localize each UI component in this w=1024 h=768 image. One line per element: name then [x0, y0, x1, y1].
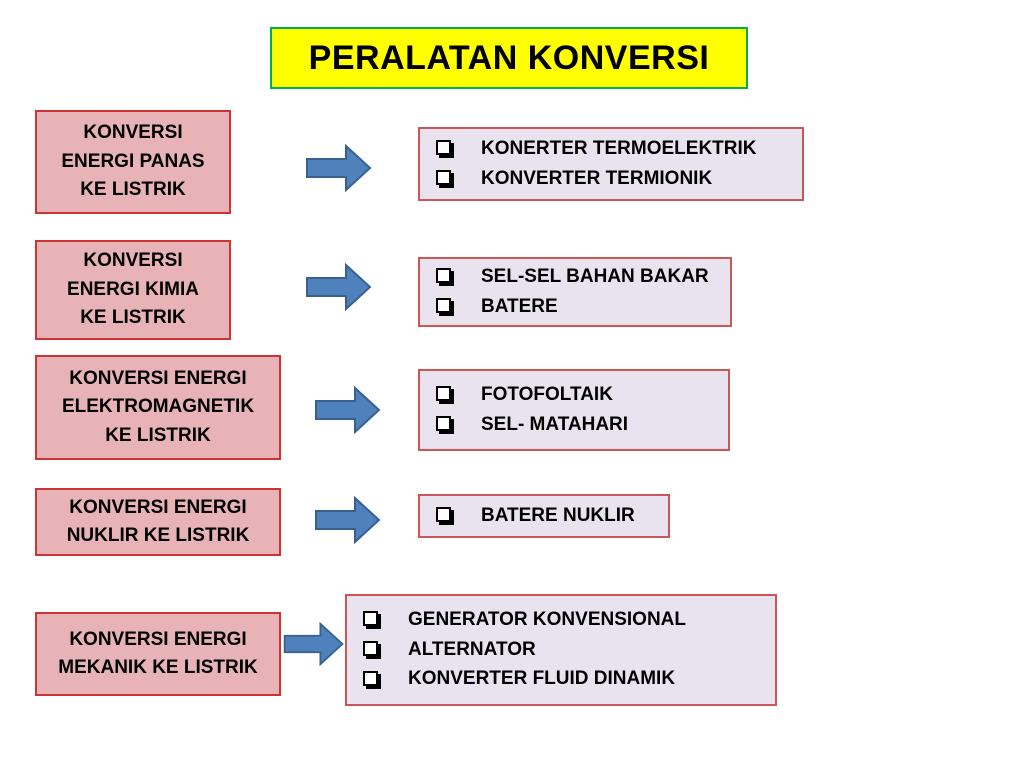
checkbox-bullet-icon	[363, 641, 378, 656]
list-item: BATERE	[436, 295, 720, 320]
checkbox-bullet-icon	[436, 268, 451, 284]
list-item-label: KONVERTER TERMIONIK	[481, 167, 713, 189]
checkbox-bullet-icon	[436, 507, 451, 522]
list-item: ALTERNATOR	[363, 638, 765, 663]
left-box-energi-panas: KONVERSI ENERGI PANAS KE LISTRIK	[35, 110, 231, 214]
right-box-bahan-bakar: SEL-SEL BAHAN BAKAR BATERE	[418, 257, 732, 327]
checkbox-bullet-icon	[363, 611, 378, 627]
slide-title-box: PERALATAN KONVERSI	[270, 27, 748, 89]
list-item-label: SEL- MATAHARI	[481, 413, 629, 435]
right-box-generator: GENERATOR KONVENSIONAL ALTERNATOR KONVER…	[345, 594, 777, 706]
list-item-label: BATERE NUKLIR	[481, 504, 635, 526]
slide-title: PERALATAN KONVERSI	[308, 38, 710, 77]
list-item-label: GENERATOR KONVENSIONAL	[408, 608, 686, 630]
arrow-right-icon	[306, 144, 372, 192]
list-item: KONVERTER FLUID DINAMIK	[363, 667, 765, 692]
left-box-energi-kimia: KONVERSI ENERGI KIMIA KE LISTRIK	[35, 240, 231, 340]
checkbox-bullet-icon	[436, 415, 451, 431]
checkbox-bullet-icon	[436, 297, 451, 313]
list-item: KONERTER TERMOELEKTRIK	[436, 137, 792, 162]
list-item-label: FOTOFOLTAIK	[481, 383, 613, 405]
left-box-mekanik: KONVERSI ENERGI MEKANIK KE LISTRIK	[35, 612, 281, 696]
right-box-batere-nuklir: BATERE NUKLIR	[418, 494, 670, 538]
list-item: BATERE NUKLIR	[436, 504, 658, 529]
arrow-right-icon	[315, 386, 381, 434]
right-box-fotofoltaik: FOTOFOLTAIK SEL- MATAHARI	[418, 369, 730, 451]
checkbox-bullet-icon	[363, 670, 378, 686]
list-item: FOTOFOLTAIK	[436, 383, 718, 408]
arrow-right-icon	[283, 622, 344, 666]
checkbox-bullet-icon	[436, 169, 451, 185]
list-item-label: KONERTER TERMOELEKTRIK	[481, 137, 757, 159]
list-item: SEL-SEL BAHAN BAKAR	[436, 265, 720, 290]
list-item: SEL- MATAHARI	[436, 413, 718, 438]
list-item-label: SEL-SEL BAHAN BAKAR	[481, 265, 709, 287]
list-item-label: BATERE	[481, 295, 558, 317]
arrow-right-icon	[315, 496, 381, 544]
list-item-label: ALTERNATOR	[408, 638, 536, 660]
left-box-elektromagnetik: KONVERSI ENERGI ELEKTROMAGNETIK KE LISTR…	[35, 355, 281, 460]
list-item-label: KONVERTER FLUID DINAMIK	[408, 668, 676, 690]
right-box-termoelektrik: KONERTER TERMOELEKTRIK KONVERTER TERMION…	[418, 127, 804, 201]
left-box-nuklir: KONVERSI ENERGI NUKLIR KE LISTRIK	[35, 488, 281, 556]
checkbox-bullet-icon	[436, 386, 451, 402]
checkbox-bullet-icon	[436, 140, 451, 156]
list-item: KONVERTER TERMIONIK	[436, 167, 792, 192]
arrow-right-icon	[306, 263, 372, 311]
list-item: GENERATOR KONVENSIONAL	[363, 608, 765, 633]
